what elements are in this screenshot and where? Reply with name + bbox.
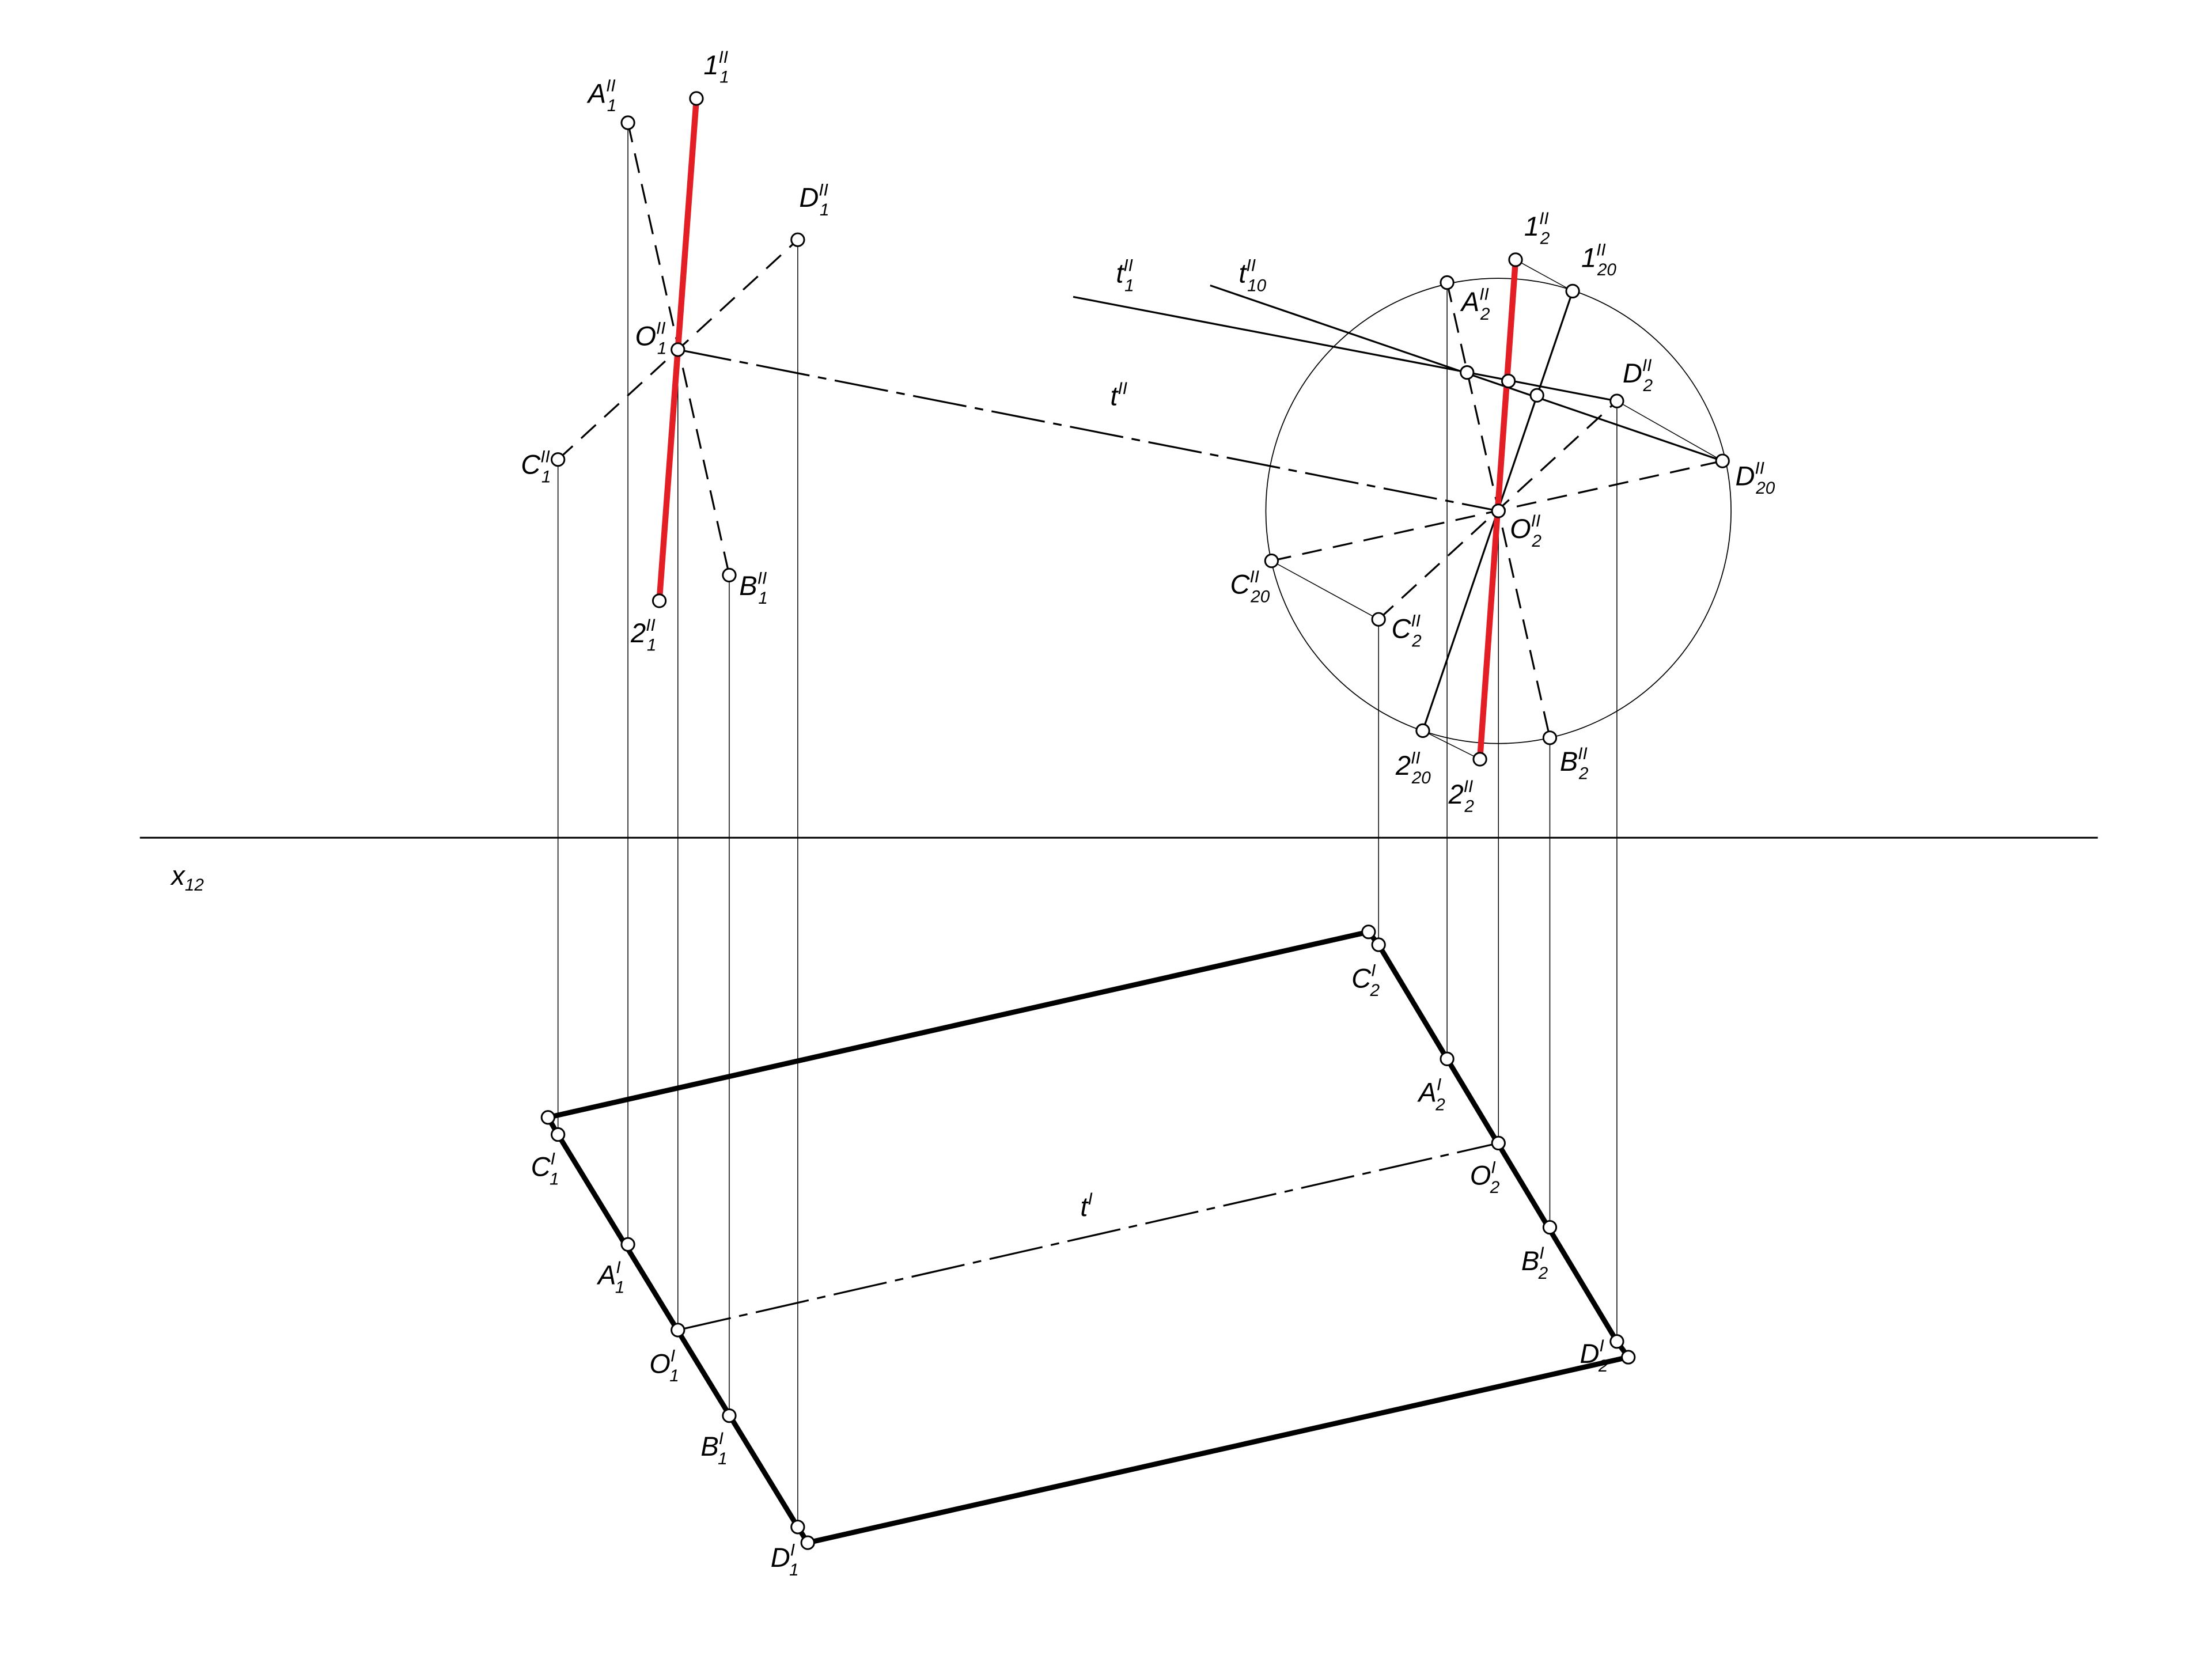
label-t-frontal: tII [1110, 379, 1127, 411]
axis-label: x12 [170, 860, 204, 895]
projection-links [557, 123, 1618, 1527]
label-t-horizontal: tI [1080, 1190, 1092, 1222]
